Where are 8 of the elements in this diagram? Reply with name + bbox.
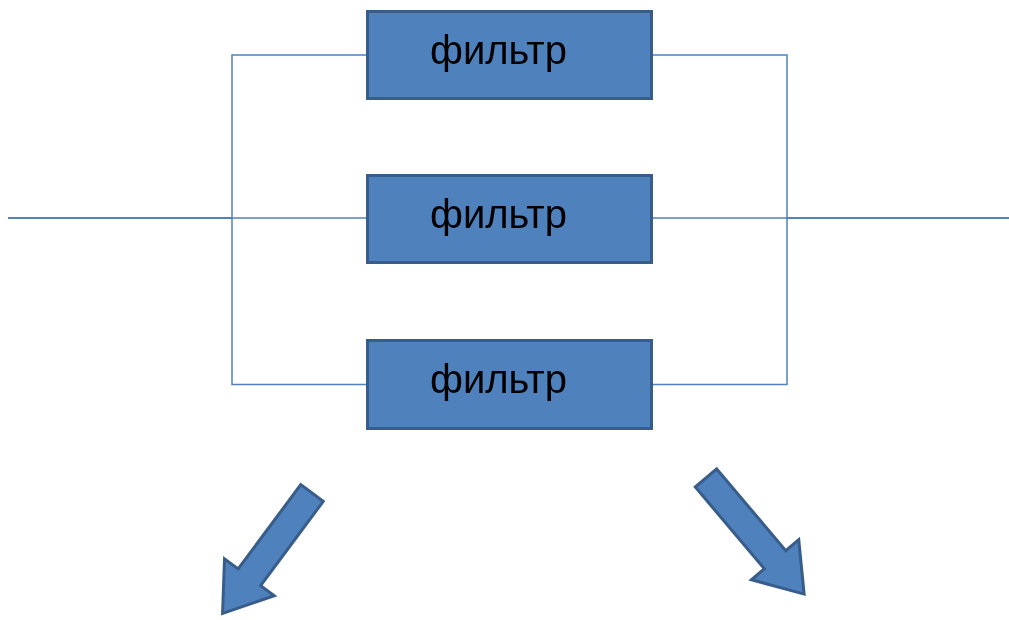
filter-box: [366, 174, 653, 264]
filter-box: [366, 10, 653, 100]
filter-box: [366, 339, 653, 430]
node-label: фильтр: [430, 191, 567, 237]
connector-line: [652, 217, 1009, 386]
connector-line: [7, 217, 367, 386]
node-label: фильтр: [430, 356, 567, 402]
node-label: фильтр: [430, 27, 567, 73]
